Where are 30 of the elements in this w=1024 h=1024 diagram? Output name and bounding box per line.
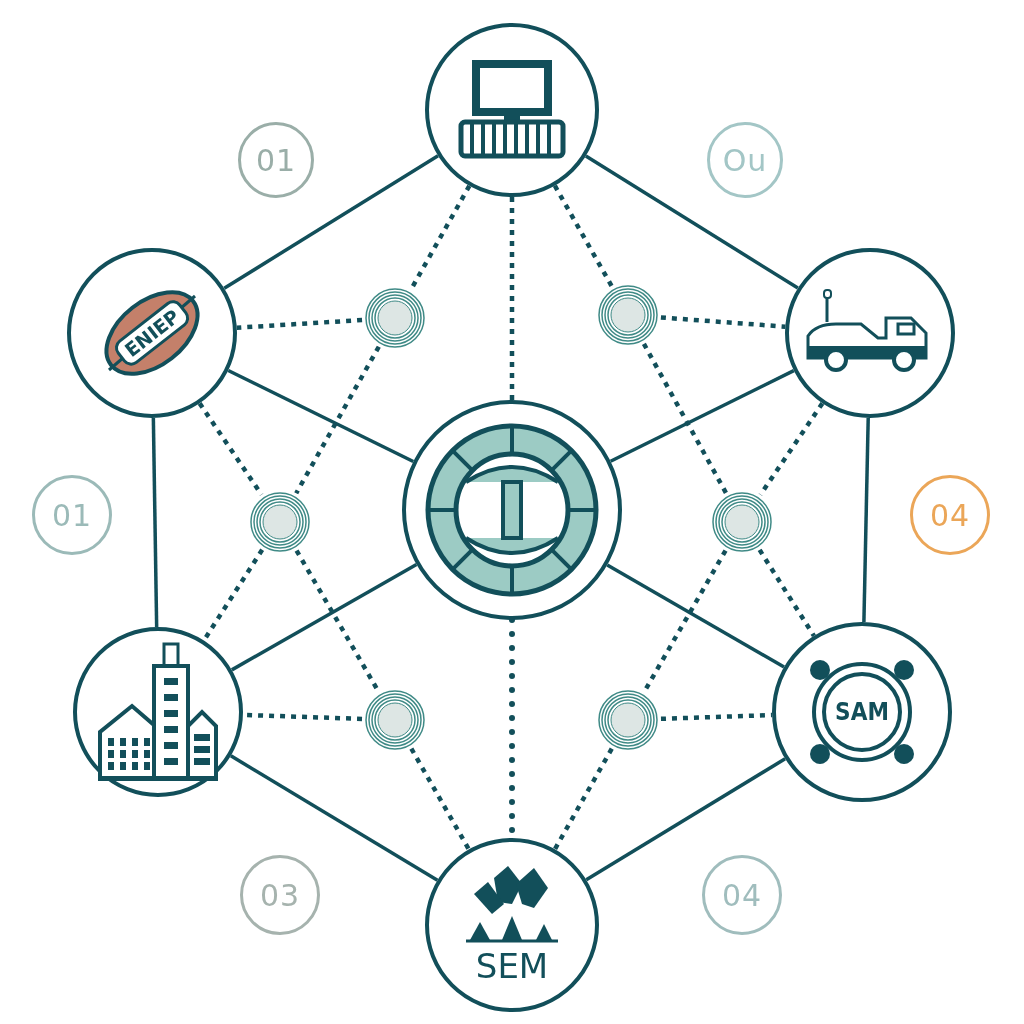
dotted-connector <box>236 317 363 330</box>
step-number: Ou <box>722 142 768 178</box>
dotted-connector <box>509 197 515 400</box>
dotted-connector <box>552 184 614 288</box>
connector-line <box>585 757 787 882</box>
step-number: 04 <box>929 497 971 533</box>
dotted-connector <box>758 402 825 496</box>
dotted-connector <box>552 747 614 851</box>
dotted-connector <box>197 402 264 496</box>
connector-line <box>229 754 439 882</box>
dotted-connector <box>660 712 773 722</box>
seal-text: SAM <box>835 698 889 726</box>
dotted-connector <box>757 548 816 638</box>
dotted-connector <box>409 747 471 851</box>
connector-line <box>223 154 439 290</box>
connector-line <box>584 154 799 290</box>
step-number: 03 <box>259 877 301 913</box>
step-number: 01 <box>255 142 297 178</box>
dotted-connector <box>660 315 786 329</box>
connector-line <box>227 368 415 464</box>
connector-line <box>230 563 418 672</box>
connector-line <box>609 369 795 463</box>
dotted-connector <box>641 342 729 495</box>
connector-line <box>606 563 785 669</box>
connector-line <box>862 417 870 623</box>
connector-line <box>151 417 159 628</box>
node-label: SEM <box>475 946 549 986</box>
step-number: 01 <box>51 497 93 533</box>
dotted-connector <box>294 345 381 495</box>
step-number: 04 <box>721 877 763 913</box>
